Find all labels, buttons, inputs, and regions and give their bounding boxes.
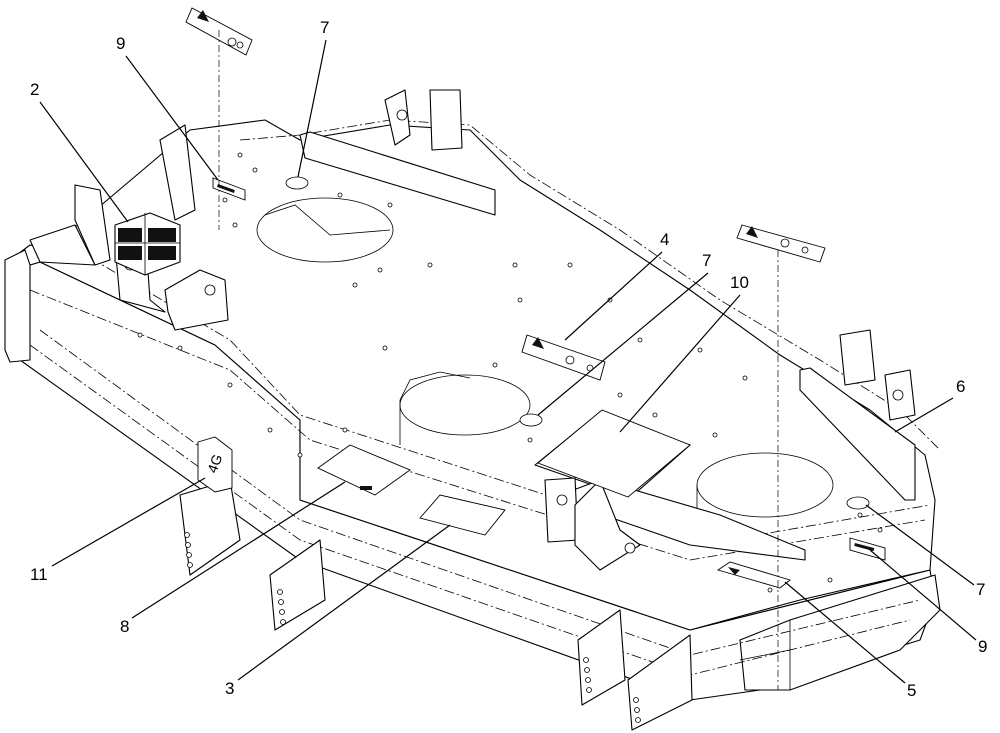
- callout-7-right: 7: [976, 580, 985, 599]
- part-9-decal-front: [849, 537, 886, 561]
- leader-10: [619, 294, 741, 433]
- svg-text:4G: 4G: [204, 452, 225, 475]
- leader-7-rear: [297, 39, 327, 178]
- callouts: 2 9 7 4 7 10 6 7 9 5 3 8 11: [30, 18, 987, 700]
- leader-9-rear: [125, 55, 219, 181]
- callout-8: 8: [120, 617, 129, 636]
- deck-top-plate: [39, 119, 936, 631]
- part-7-knob-rear: [285, 176, 309, 190]
- leader-8: [131, 481, 346, 619]
- leader-3: [237, 524, 451, 681]
- callout-3: 3: [225, 679, 234, 698]
- callout-7-rear: 7: [320, 18, 329, 37]
- rear-baffle: [299, 131, 496, 216]
- leader-7-right: [865, 504, 975, 586]
- blade-opening-left: [256, 197, 394, 263]
- part-7-knob-right: [846, 496, 870, 510]
- deck-bottom-line: [29, 344, 911, 676]
- leader-4: [564, 251, 663, 341]
- opening-left-inner: [264, 204, 391, 236]
- corner-edge: [739, 649, 791, 661]
- deck-rim-upper: [239, 119, 941, 451]
- part-5-slot: [728, 567, 740, 575]
- callout-9-rear: 9: [116, 34, 125, 53]
- right-baffle: [799, 367, 916, 501]
- part-3-decal: [419, 494, 506, 536]
- part-9-decal-rear: [212, 177, 246, 201]
- leader-5: [784, 581, 906, 684]
- front-mount-brackets: [179, 479, 693, 731]
- opening-center-inner: [399, 371, 471, 401]
- leader-2: [39, 101, 129, 223]
- callout-6: 6: [956, 377, 965, 396]
- callout-7-center: 7: [702, 251, 711, 270]
- mower-deck: [4, 89, 941, 731]
- leader-9-front: [869, 549, 977, 641]
- leader-6: [894, 397, 954, 433]
- part-8-decal: [317, 444, 411, 496]
- leader-7-center: [537, 272, 709, 416]
- caution-decal-right-exploded: [736, 224, 826, 263]
- part-5-slot-cover: [716, 561, 791, 589]
- part-4-caution-decal: [521, 334, 606, 381]
- callout-2: 2: [30, 80, 39, 99]
- callout-4: 4: [660, 230, 669, 249]
- callout-11: 11: [30, 565, 48, 584]
- rear-hitch-arm: [74, 184, 111, 266]
- deck-bottom-line-2: [39, 329, 921, 656]
- callout-10: 10: [730, 273, 749, 292]
- part-11-badge: 4G: [197, 436, 233, 493]
- rear-mount-tower: [159, 124, 196, 221]
- part-10-panel: [537, 409, 691, 498]
- leader-11: [51, 477, 206, 567]
- left-pivot-block: [29, 224, 96, 266]
- left-end-cap: [4, 249, 31, 363]
- callout-5: 5: [907, 681, 916, 700]
- part-2-bumper-block: [114, 212, 181, 276]
- part-7-knob-center: [519, 413, 543, 427]
- deck-holes: [137, 152, 883, 593]
- callout-9-front: 9: [978, 637, 987, 656]
